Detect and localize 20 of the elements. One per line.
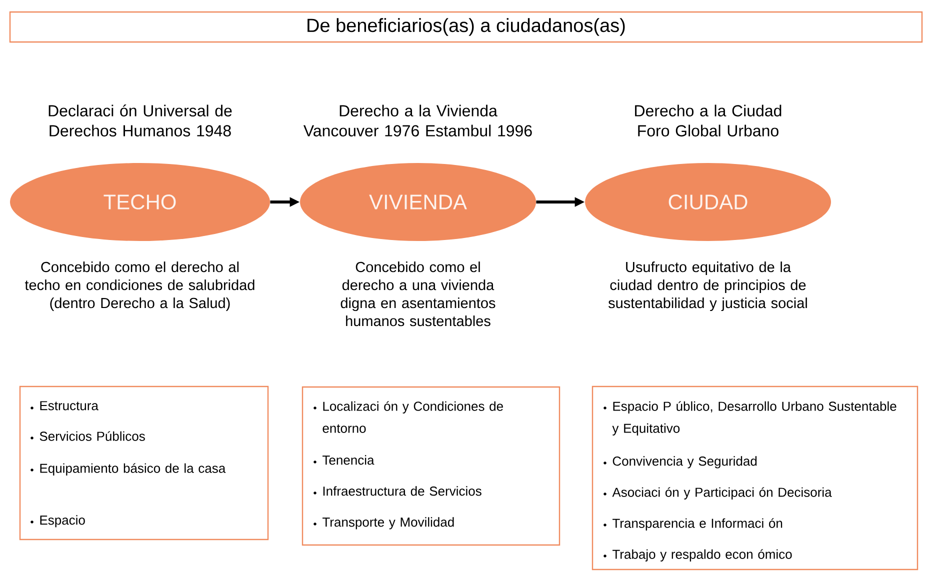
list-item: Convivencia y Seguridad [612, 456, 757, 468]
description: Concebido como el derecho a una vivienda digna en asentamientos humanos sustentables [340, 262, 496, 326]
list-item: Transporte y Movilidad [322, 517, 454, 530]
list-item: Asociaci ón y Participaci ón Decisoria [612, 487, 832, 500]
heading: Derecho a la Ciudad Foro Global Urbano [635, 104, 782, 136]
heading: Declaraci ón Universal de Derechos Humanos 1948 [48, 104, 232, 136]
list-item: Equipamiento básico de la casa [40, 463, 226, 476]
heading: Derecho a la Vivienda Vancouver 1976 Estambul 1996 [303, 104, 532, 136]
list-item: Estructura [40, 401, 98, 410]
list-item: Localizaci ón y Condiciones de entorno [322, 401, 503, 433]
list-item: Espacio [40, 515, 85, 528]
title-box: De beneficiarios(as) a ciudadanos(as) [9, 11, 923, 43]
list-item: Trabajo y respaldo econ ómico [612, 549, 792, 562]
list-item: Transparencia e Informaci ón [612, 518, 782, 530]
list-item: Servicios Públicos [40, 431, 145, 441]
list-item: Infraestructura de Servicios [323, 486, 482, 496]
description: Concebido como el derecho al techo en condiciones de salubridad (dentro Derecho a la Salud) [24, 262, 254, 312]
list-item: Tenencia [322, 455, 374, 465]
list-item: Espacio P úblico, Desarrollo Urbano Sustentable y Equitativo [612, 401, 896, 436]
description: Usufructo equitativo de la ciudad dentro de principios de sustentabilidad y justicia social [608, 262, 807, 312]
